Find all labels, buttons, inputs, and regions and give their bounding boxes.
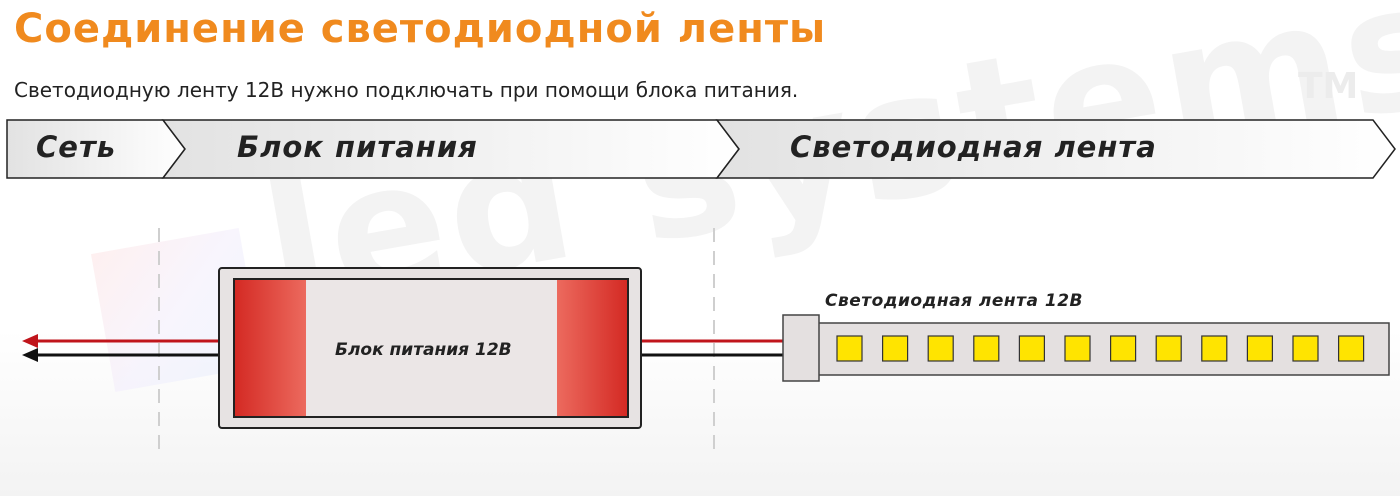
led-chip <box>927 335 954 362</box>
led-chip <box>1109 335 1137 362</box>
output-wires <box>641 339 784 357</box>
stage-bar <box>6 119 1396 179</box>
strip-connector <box>782 314 820 382</box>
led-chip <box>1018 335 1046 362</box>
led-chip <box>1064 335 1091 362</box>
led-chip <box>1155 335 1182 362</box>
trademark-mark: TM <box>1298 66 1359 107</box>
stage-label-network: Сеть <box>36 130 117 164</box>
stage-chevron-led-strip <box>715 119 1396 179</box>
page-subtitle: Светодиодную ленту 12В нужно подключать … <box>14 78 799 102</box>
led-chip <box>1201 335 1228 362</box>
stage-label-led-strip: Светодиодная лента <box>790 130 1157 164</box>
led-chip <box>973 335 1000 362</box>
led-chip <box>1292 335 1319 362</box>
arrow-left-icon <box>22 334 38 348</box>
page-title: Соединение светодиодной ленты <box>14 6 827 52</box>
led-strip-label: Светодиодная лента 12В <box>825 291 1083 311</box>
led-chip <box>836 335 863 362</box>
power-supply-label: Блок питания 12В <box>335 340 512 360</box>
led-chip <box>881 335 909 362</box>
mains-wires <box>22 334 220 362</box>
power-supply <box>218 267 642 429</box>
arrow-left-icon <box>22 348 38 362</box>
stage-label-power-supply: Блок питания <box>237 130 478 164</box>
led-chip <box>1246 335 1274 362</box>
led-strip <box>782 314 1390 382</box>
led-chip <box>1337 335 1365 362</box>
